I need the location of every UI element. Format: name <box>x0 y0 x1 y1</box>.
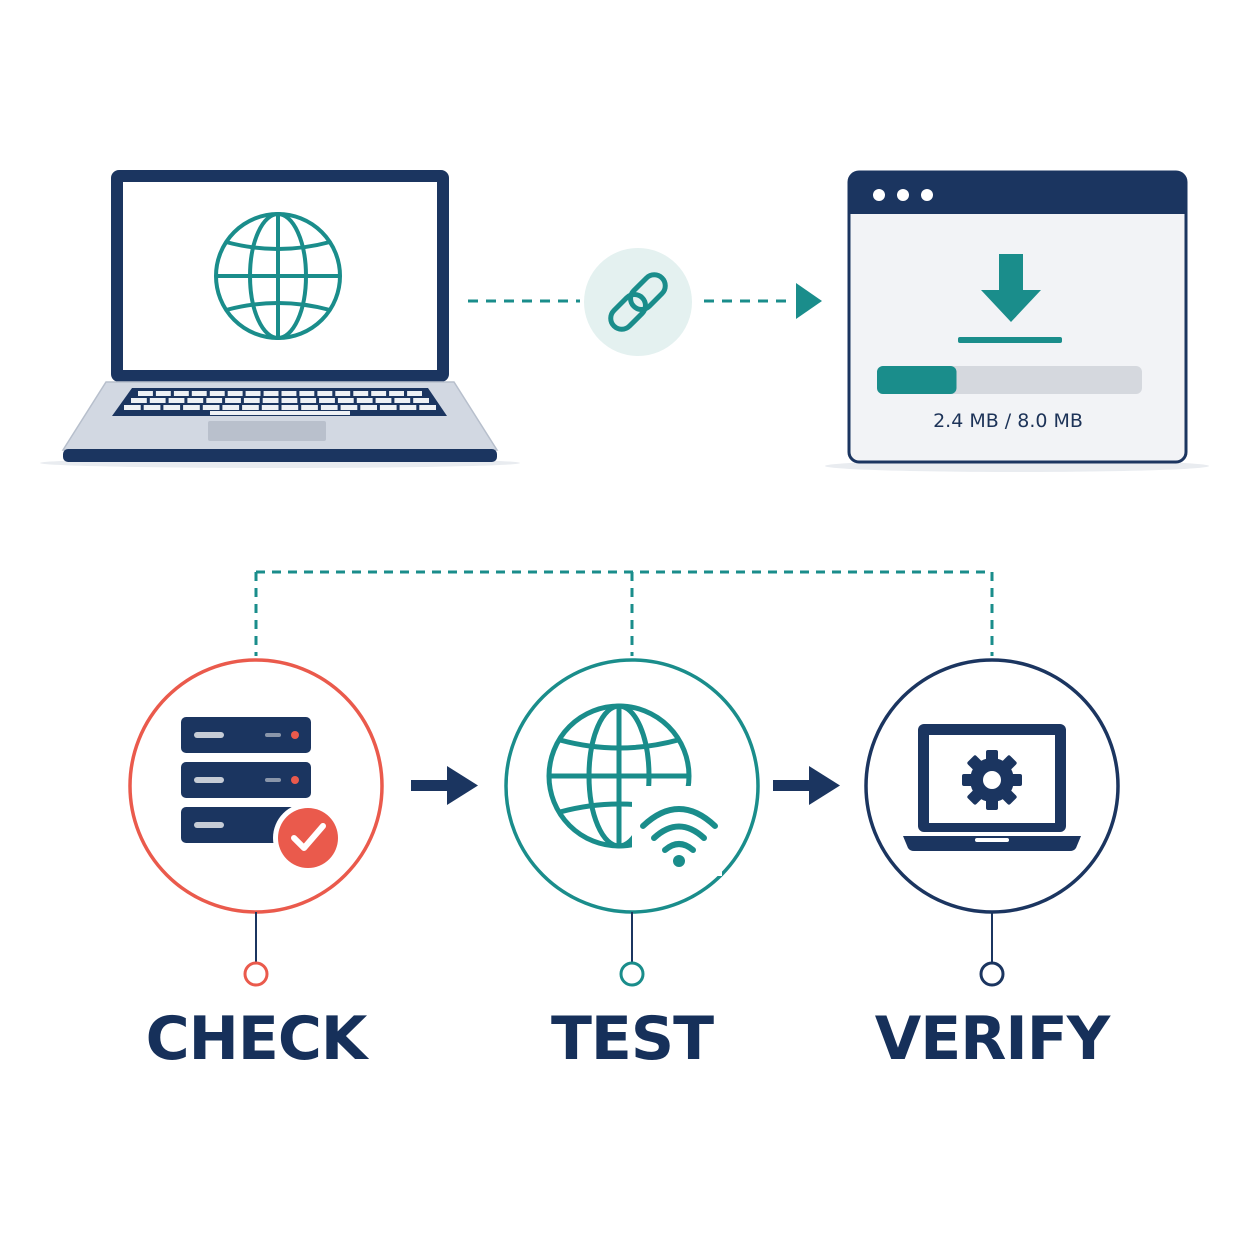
keyboard-key <box>222 405 240 410</box>
keyboard-key <box>320 405 338 410</box>
keyboard-key <box>281 398 298 403</box>
keyboard-key <box>243 398 260 403</box>
arrow-head-icon <box>796 283 822 319</box>
keyboard-key <box>379 405 397 410</box>
window-dots-icon <box>873 189 933 201</box>
keyboard-key <box>413 398 429 403</box>
arrow-right-icon <box>411 766 478 805</box>
keyboard-key <box>353 391 369 396</box>
step-label-check: CHECK <box>145 1004 368 1074</box>
keyboard-key <box>340 405 358 410</box>
keyboard-key <box>242 405 259 410</box>
keyboard-spacebar <box>210 411 350 415</box>
download-size-readout: 2.4 MB / 8.0 MB <box>933 410 1083 432</box>
keyboard-key <box>319 398 335 403</box>
keyboard-key <box>371 391 387 396</box>
keyboard-key <box>399 405 417 410</box>
keyboard-key <box>143 405 161 410</box>
keyboard-key <box>191 391 207 396</box>
arrow-right-icon <box>773 766 840 805</box>
keyboard-key <box>337 398 354 403</box>
download-window <box>825 170 1209 472</box>
step-label-test: TEST <box>550 1004 714 1074</box>
keyboard-key <box>173 391 189 396</box>
keyboard-key <box>227 391 243 396</box>
keyboard-key <box>187 398 204 403</box>
bracket-connector <box>254 570 994 656</box>
keyboard-key <box>149 398 166 403</box>
keyboard-key <box>356 398 373 403</box>
progress-fill <box>877 366 957 394</box>
keyboard-key <box>317 391 333 396</box>
keyboard-key <box>163 405 181 410</box>
keyboard-key <box>360 405 377 410</box>
gear-icon <box>962 750 1022 810</box>
top-connector <box>468 283 822 319</box>
check-badge-icon <box>273 803 343 873</box>
keyboard-key <box>301 405 318 410</box>
keyboard-key <box>281 391 297 396</box>
keyboard-keys <box>124 391 436 415</box>
keyboard-key <box>245 391 261 396</box>
keyboard-key <box>202 405 220 410</box>
keyboard-key <box>375 398 392 403</box>
step-check <box>128 658 384 987</box>
keyboard-key <box>124 405 141 410</box>
keyboard-key <box>394 398 411 403</box>
keyboard-key <box>206 398 223 403</box>
download-arrow-icon <box>958 254 1062 343</box>
step-verify <box>864 658 1120 987</box>
keyboard-key <box>261 405 279 410</box>
keyboard-key <box>262 398 279 403</box>
keyboard-key <box>407 391 422 396</box>
keyboard-key <box>281 405 299 410</box>
globe-icon <box>214 212 342 340</box>
keyboard-key <box>300 398 317 403</box>
keyboard-key <box>138 391 153 396</box>
keyboard-key <box>389 391 404 396</box>
keyboard-key <box>131 398 147 403</box>
keyboard-key <box>168 398 185 403</box>
wifi-icon <box>632 786 722 876</box>
link-icon <box>584 248 692 356</box>
globe-icon <box>546 703 692 849</box>
step-test <box>504 658 760 987</box>
keyboard-key <box>263 391 279 396</box>
keyboard-key <box>225 398 241 403</box>
keyboard-key <box>155 391 171 396</box>
keyboard-key <box>419 405 436 410</box>
keyboard-key <box>335 391 351 396</box>
keyboard-key <box>299 391 315 396</box>
keyboard-key <box>183 405 200 410</box>
step-label-verify: VERIFY <box>874 1004 1110 1074</box>
keyboard-key <box>209 391 225 396</box>
